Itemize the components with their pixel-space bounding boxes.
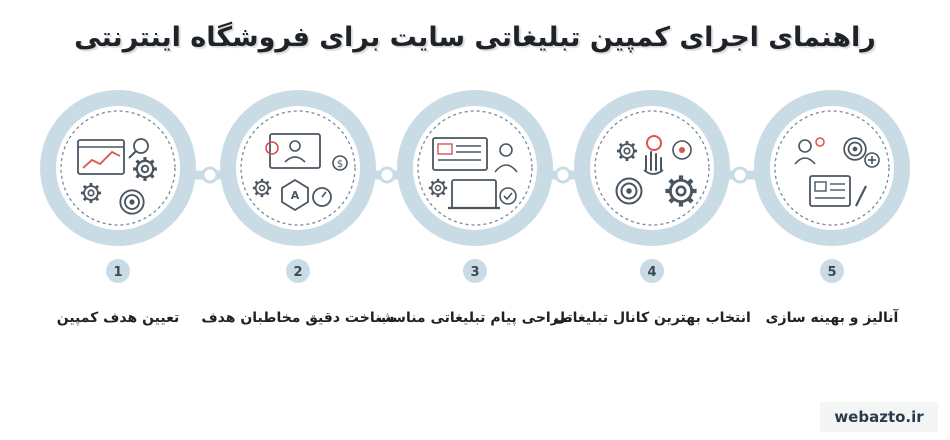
site-watermark: webazto.ir — [820, 402, 938, 432]
dashed-orbit — [240, 110, 356, 226]
step-number: 1 — [113, 265, 122, 280]
dashed-orbit — [60, 110, 176, 226]
step-number-badge — [640, 259, 664, 283]
step-1: 1 — [40, 90, 196, 283]
step-2: $ A 2 — [220, 90, 376, 283]
step-label-1: تعیین هدف کمپین — [56, 310, 180, 326]
dashed-orbit — [594, 110, 710, 226]
analytics-target-icon — [77, 138, 158, 215]
analysis-optimize-icon — [794, 137, 880, 207]
step-label-4: انتخاب بهترین کانال تبلیغاتی — [553, 310, 751, 326]
step-3: 3 — [397, 90, 553, 283]
channel-select-icon — [615, 135, 697, 207]
step-number-badge — [286, 259, 310, 283]
dashed-orbit — [417, 110, 533, 226]
step-4: 4 — [574, 90, 730, 283]
message-design-icon — [428, 137, 518, 210]
step-5: 5 — [754, 90, 910, 283]
connector-node — [201, 166, 219, 184]
audience-profile-icon: $ A — [252, 133, 348, 212]
page-title: راهنمای اجرای کمپین تبلیغاتی سایت برای ف… — [74, 22, 876, 53]
step-number-badge — [106, 259, 130, 283]
step-number: 4 — [647, 265, 656, 280]
step-number: 2 — [293, 265, 302, 280]
step-number-badge — [463, 259, 487, 283]
svg-text:A: A — [291, 189, 300, 202]
step-label-2: شناخت دقیق مخاطبان هدف — [201, 310, 395, 326]
step-number-badge — [820, 259, 844, 283]
connector-node — [731, 166, 749, 184]
step-number: 3 — [470, 265, 479, 280]
step-number: 5 — [827, 265, 836, 280]
step-label-3: طراحی پیام تبلیغاتی مناسب — [377, 310, 573, 326]
connector-node — [378, 166, 396, 184]
dashed-orbit — [774, 110, 890, 226]
svg-text:$: $ — [337, 159, 343, 170]
connector-node — [554, 166, 572, 184]
step-label-5: آنالیز و بهینه سازی — [765, 310, 899, 326]
